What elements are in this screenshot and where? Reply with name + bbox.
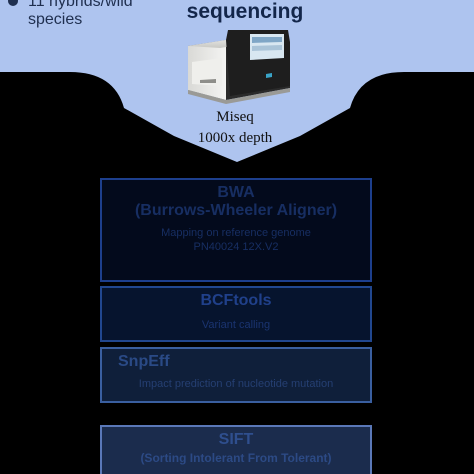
bullet-icon <box>8 0 18 6</box>
step-description: Impact prediction of nucleotide mutation <box>138 378 334 390</box>
species-text: species <box>28 11 83 28</box>
step-title: BCFtools <box>200 292 272 309</box>
step-description: (Sorting Intolerant From Tolerant) <box>140 451 332 465</box>
species-count-text: 11 hybrids/wild <box>28 0 133 10</box>
depth-label: 1000x depth <box>197 130 273 146</box>
step-box-snpeff: SnpEff Impact prediction of nucleotide m… <box>100 347 372 403</box>
sequencing-title: sequencing <box>186 0 304 23</box>
step-box-bwa: BWA (Burrows-Wheeler Aligner) Mapping on… <box>100 178 372 282</box>
step-box-sift: SIFT (Sorting Intolerant From Tolerant) <box>100 425 372 474</box>
miseq-sequencer-icon <box>188 30 290 104</box>
step-title: BWA <box>217 184 255 201</box>
step-description: Variant calling <box>201 319 271 331</box>
step-subtitle: (Burrows-Wheeler Aligner) <box>134 202 338 219</box>
step-description: Mapping on reference genome <box>161 227 311 239</box>
step-title: SIFT <box>218 431 254 448</box>
instrument-label: Miseq <box>216 109 254 125</box>
step-title: SnpEff <box>118 353 170 370</box>
step-box-bcftools: BCFtools Variant calling <box>100 286 372 342</box>
step-description-ref: PN40024 12X.V2 <box>193 241 279 253</box>
